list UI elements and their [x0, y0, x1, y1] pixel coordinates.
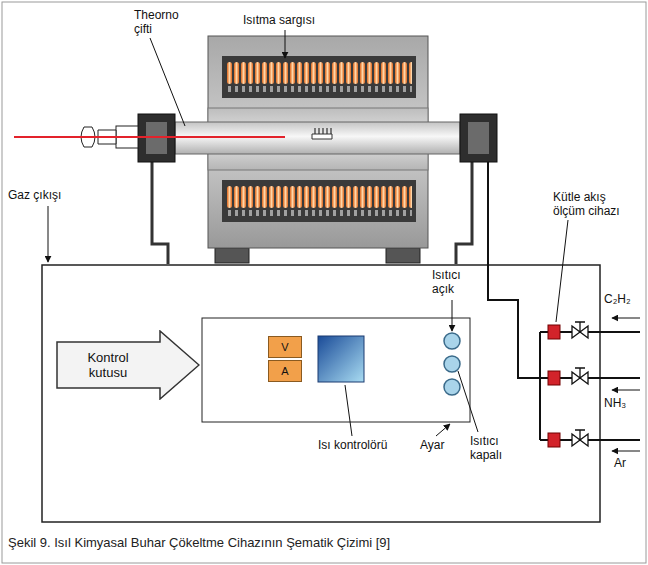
gas-inlet-arrow — [612, 390, 640, 391]
block-arrow: Kontrol kutusu — [56, 330, 200, 400]
meter-box: A — [268, 360, 302, 382]
heat-controller — [318, 336, 364, 382]
arrow-outline — [57, 331, 199, 399]
part-label: Kütle akış ölçüm cihazı — [553, 190, 637, 218]
part-label: Ar — [614, 456, 626, 470]
indicator-lamp — [444, 356, 460, 372]
gas-inlet-arrow — [612, 318, 640, 319]
furnace-foot — [215, 248, 249, 263]
indicator-lamp — [444, 333, 460, 349]
thermocouple — [14, 136, 285, 138]
leader-line — [556, 220, 568, 322]
figure-caption: Şekil 9. Isıl Kimyasal Buhar Çökeltme Ci… — [8, 535, 390, 551]
furnace-foot — [386, 248, 420, 263]
leader-line — [458, 371, 478, 432]
coil-housing — [222, 56, 416, 98]
part-label: Isıtıcı kapalı — [470, 434, 526, 462]
part-label: Theorno çifti — [134, 8, 188, 36]
leader-arrow — [452, 300, 453, 331]
mass-flow-meter — [548, 371, 560, 385]
cabinet — [42, 265, 600, 522]
stand-bracket — [456, 162, 472, 264]
valve-symbol — [572, 430, 588, 446]
mass-flow-meter — [548, 433, 560, 447]
leader-line — [345, 385, 352, 436]
flange — [460, 114, 497, 162]
node-text: Kontrol kutusu — [76, 350, 140, 380]
sample-boat — [312, 134, 332, 139]
leader-arrow — [48, 206, 49, 262]
heating-coil — [226, 60, 412, 94]
node-text: V — [281, 341, 288, 354]
leader-arrow — [285, 30, 286, 58]
meter-box: V — [268, 336, 302, 358]
stand-bracket — [152, 162, 168, 264]
part-label: NH₃ — [604, 396, 626, 410]
gas-manifold — [540, 332, 548, 440]
part-label: Isı kontrolörü — [318, 438, 387, 452]
leader-line — [150, 38, 185, 126]
part-label: C₂H₂ — [604, 292, 631, 306]
arrow-body: Kontrol kutusu — [56, 330, 160, 400]
indicator-lamp — [444, 379, 460, 395]
gas-line — [560, 332, 640, 440]
valve-symbol — [572, 322, 588, 338]
node-text: A — [281, 365, 288, 378]
part-label: Ayar — [420, 438, 444, 452]
part-label: Gaz çıkışı — [8, 188, 61, 202]
leader-arrow — [436, 424, 450, 436]
flange — [468, 122, 489, 154]
gas-inlet-arrow — [612, 451, 640, 452]
sample-boat — [315, 128, 331, 134]
mass-flow-meter — [548, 325, 560, 339]
heating-coil — [226, 184, 412, 218]
valve-symbol — [572, 368, 588, 384]
part-label: Isıtma sargısı — [243, 13, 315, 27]
coil-housing — [222, 180, 416, 222]
part-label: Isıtıcı açık — [432, 268, 482, 296]
gas-line — [488, 162, 540, 378]
control-panel — [202, 318, 470, 422]
